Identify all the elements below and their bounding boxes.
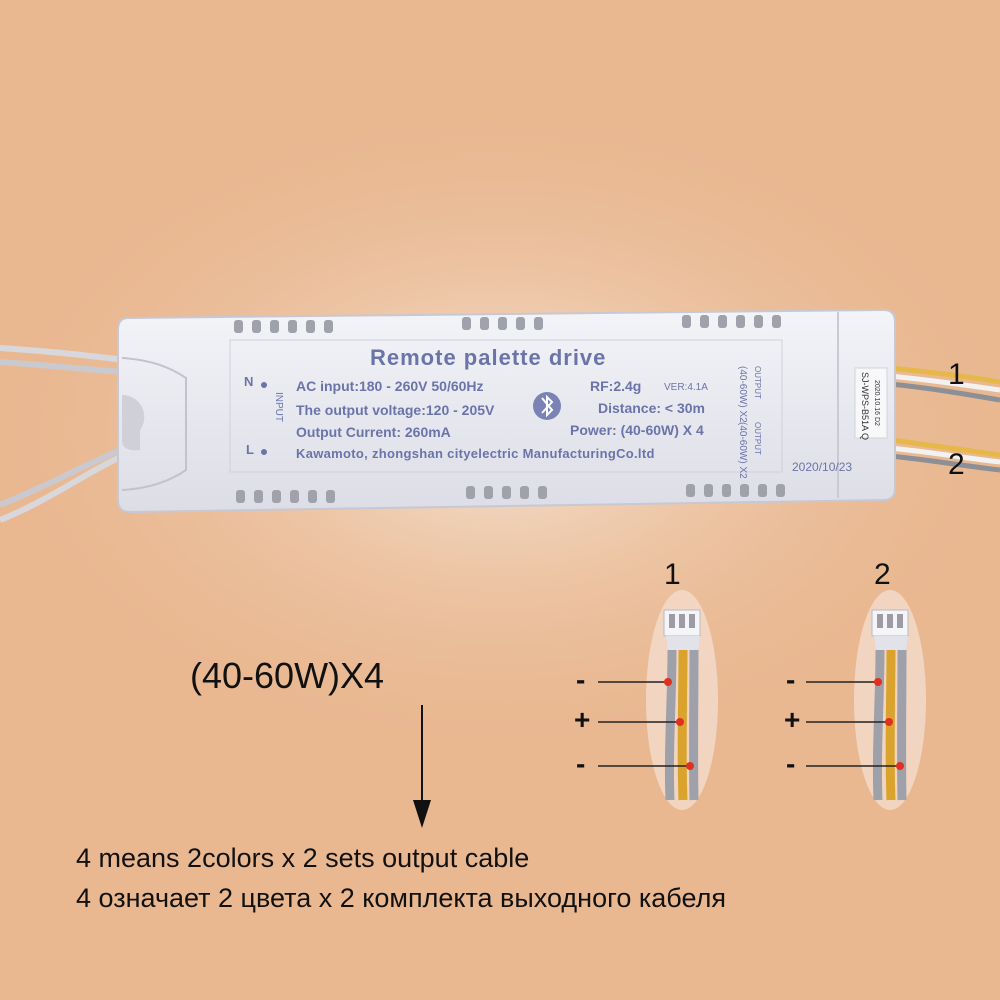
manufacturer-text: Kawamoto, zhongshan cityelectric Manufac… — [296, 446, 655, 461]
marker-dot — [885, 718, 893, 726]
distance-spec: Distance: < 30m — [598, 400, 705, 416]
connector-2 — [806, 590, 926, 810]
output-mark-bottom: OUTPUT — [753, 422, 762, 455]
marker-dot — [686, 762, 694, 770]
input-label: INPUT — [273, 392, 284, 422]
sign-1-plus: + — [574, 704, 591, 735]
rf-spec: RF:2.4g — [590, 378, 642, 394]
marker-dot — [676, 718, 684, 726]
sticker-date: 2020.10.16 D2 — [873, 380, 880, 426]
sign-2-plus: + — [784, 704, 801, 735]
sticker-model: SJ-WPS-B51A Q — [860, 372, 870, 441]
sign-1-minus: - — [576, 664, 586, 695]
down-arrow-icon — [413, 705, 431, 828]
input-n-label: N — [244, 374, 254, 389]
marker-dot — [896, 762, 904, 770]
input-l-label: L — [246, 442, 254, 457]
cable-2-label: 2 — [948, 448, 965, 481]
side-label-bottom: (40-60W) X2 — [737, 422, 748, 479]
bluetooth-icon — [541, 394, 554, 418]
sign-2-minus-2: - — [786, 748, 796, 779]
driver-box — [117, 308, 896, 514]
driver-date: 2020/10/23 — [792, 460, 853, 474]
description-english: 4 means 2colors x 2 sets output cable — [76, 843, 530, 873]
power-formula: (40-60W)X4 — [190, 655, 385, 696]
sign-1-minus-2: - — [576, 748, 586, 779]
power-spec: Power: (40-60W) X 4 — [570, 422, 704, 438]
connector-1 — [598, 590, 718, 810]
version-text: VER:4.1A — [664, 382, 708, 393]
driver-title: Remote palette drive — [370, 345, 607, 370]
output-voltage-spec: The output voltage:120 - 205V — [296, 402, 495, 418]
output-current-spec: Output Current: 260mA — [296, 424, 451, 440]
output-mark-top: OUTPUT — [753, 366, 762, 399]
marker-dot — [664, 678, 672, 686]
connector-1-label: 1 — [664, 558, 681, 591]
marker-dot — [874, 678, 882, 686]
sign-2-minus: - — [786, 664, 796, 695]
output-wires — [889, 365, 1000, 473]
side-label-top: (40-60W) X2 — [737, 366, 748, 423]
cable-1-label: 1 — [948, 358, 965, 391]
ac-input-spec: AC input:180 - 260V 50/60Hz — [296, 378, 484, 394]
description-russian: 4 означает 2 цвета х 2 комплекта выходно… — [76, 883, 726, 913]
connector-2-label: 2 — [874, 558, 891, 591]
input-wires — [0, 345, 127, 523]
